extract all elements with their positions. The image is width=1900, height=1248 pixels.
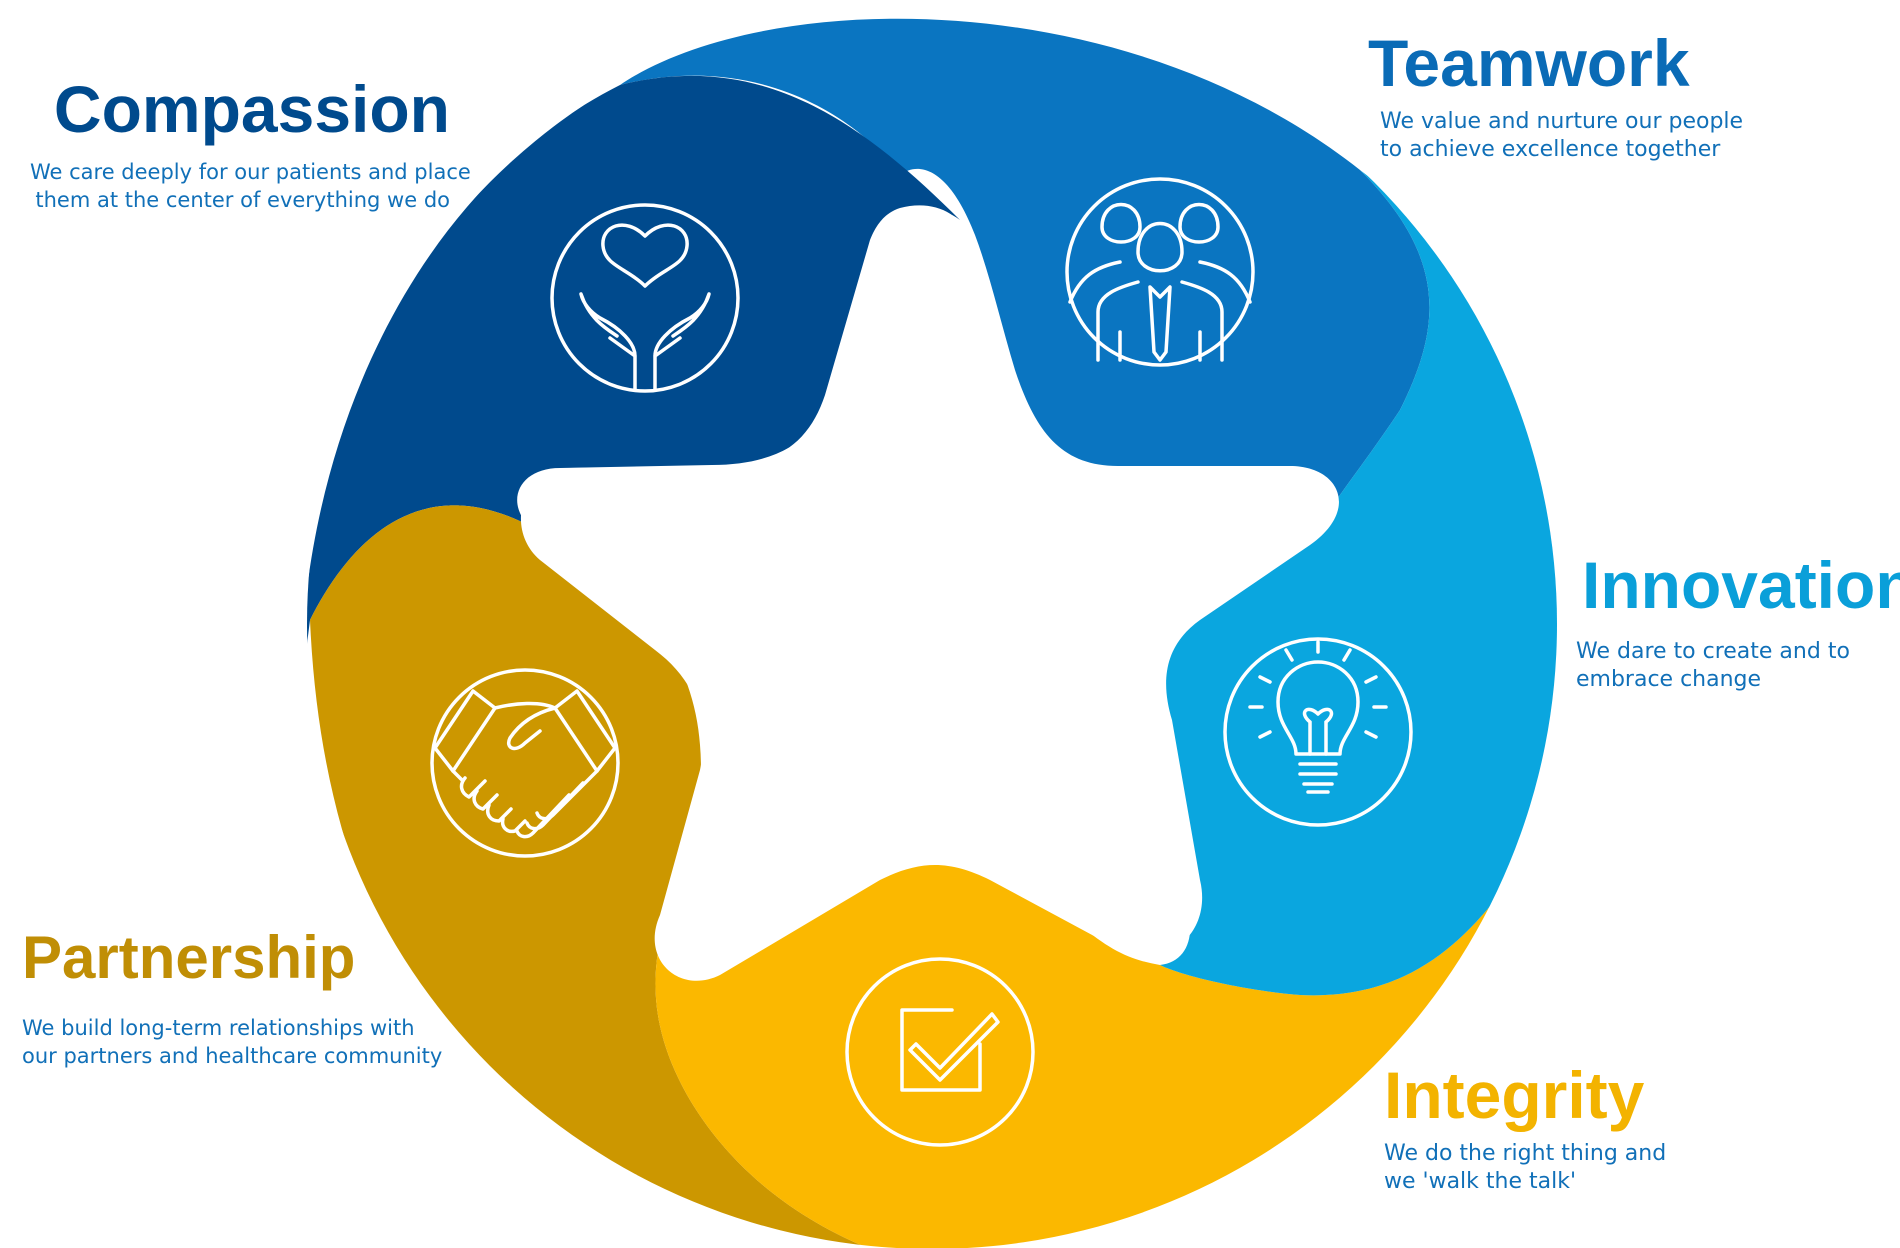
value-title-innovation: Innovation bbox=[1582, 548, 1900, 622]
segment-innovation bbox=[1152, 170, 1557, 996]
value-integrity: Integrity We do the right thing and we '… bbox=[1384, 1062, 1804, 1196]
segment-compassion bbox=[307, 75, 960, 700]
value-title-teamwork: Teamwork bbox=[1368, 26, 1690, 100]
value-innovation: Innovation We dare to create and to embr… bbox=[1576, 548, 1900, 694]
segment-partnership bbox=[310, 505, 900, 1248]
value-description-integrity: We do the right thing and we 'walk the t… bbox=[1384, 1141, 1667, 1194]
value-description-compassion: We care deeply for our patients and plac… bbox=[30, 160, 471, 212]
segment-integrity bbox=[655, 860, 1557, 1248]
value-teamwork: Teamwork We value and nurture our people… bbox=[1368, 30, 1848, 164]
value-description-innovation: We dare to create and to embrace change bbox=[1576, 639, 1850, 692]
value-partnership: Partnership We build long-term relations… bbox=[22, 928, 482, 1070]
center-star bbox=[520, 205, 1339, 981]
handshake-icon bbox=[430, 668, 620, 858]
value-title-integrity: Integrity bbox=[1384, 1058, 1645, 1132]
hands-heart-icon bbox=[550, 203, 740, 393]
value-compassion: Compassion We care deeply for our patien… bbox=[30, 72, 471, 214]
value-title-compassion: Compassion bbox=[53, 72, 450, 146]
team-people-icon bbox=[1065, 177, 1255, 367]
value-description-teamwork: We value and nurture our people to achie… bbox=[1380, 109, 1744, 162]
checkbox-icon bbox=[845, 957, 1035, 1147]
value-title-partnership: Partnership bbox=[22, 924, 356, 991]
value-description-partnership: We build long-term relationships with ou… bbox=[22, 1016, 443, 1068]
lightbulb-icon bbox=[1223, 637, 1413, 827]
segment-teamwork bbox=[620, 18, 1430, 521]
